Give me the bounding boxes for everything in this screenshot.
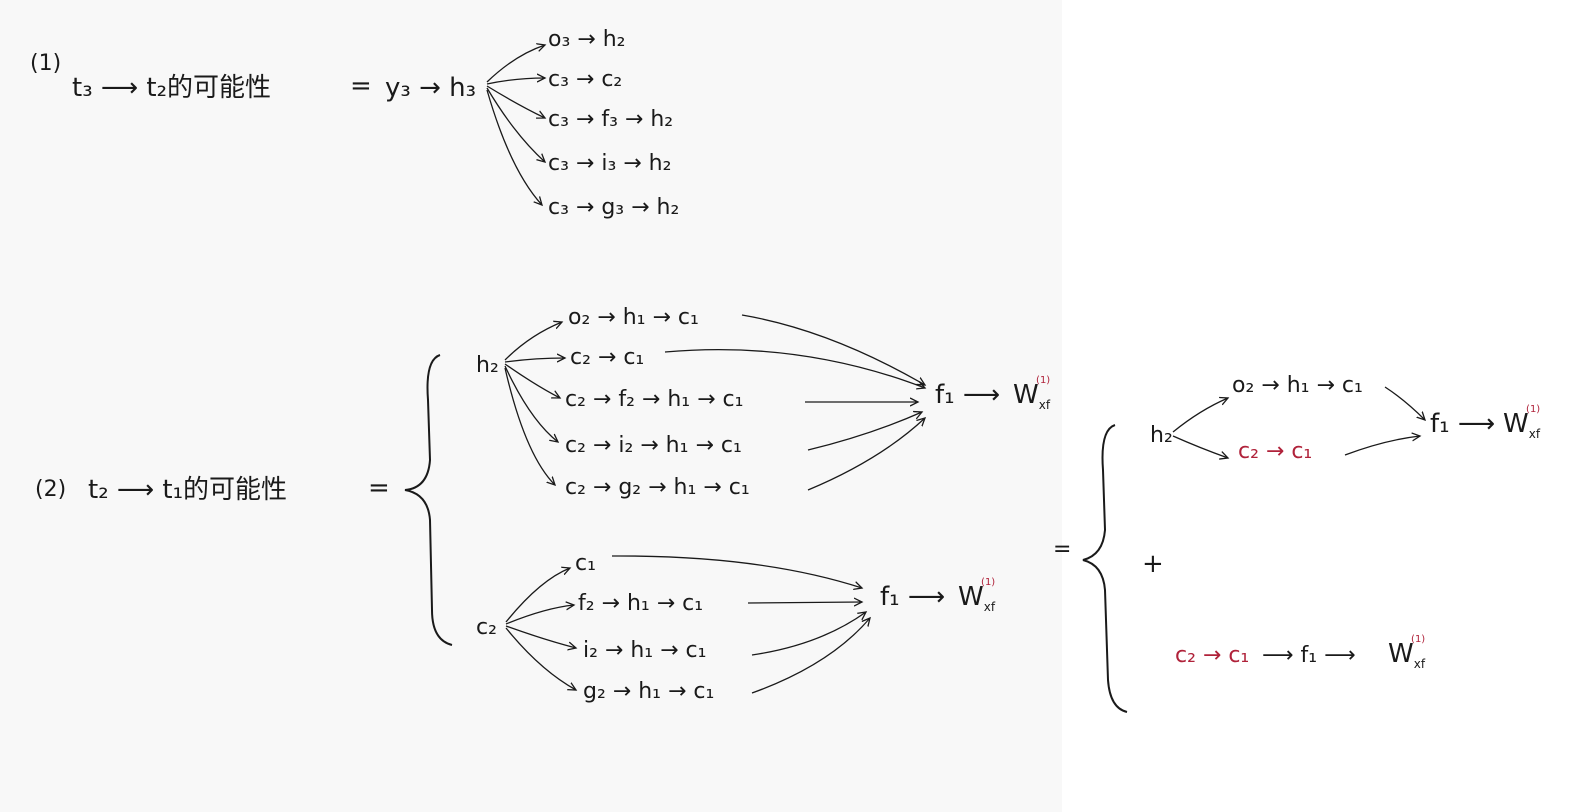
curly-brace — [1082, 424, 1128, 713]
target-node: f₁ ⟶ — [935, 380, 1000, 410]
part2-label: (2) — [35, 477, 66, 502]
arrow — [611, 555, 862, 588]
branch: o₂ → h₁ → c₁ — [1232, 373, 1363, 398]
branch: ⟶ f₁ ⟶ — [1262, 643, 1356, 668]
arrows — [486, 45, 1425, 694]
target-node: f₁ ⟶ — [1430, 409, 1495, 439]
branch: i₂ → h₁ → c₁ — [583, 638, 706, 663]
arrow — [1172, 398, 1228, 433]
arrow — [504, 365, 558, 442]
weight-base: W — [958, 582, 984, 612]
branch: c₂ → i₂ → h₁ → c₁ — [565, 433, 742, 458]
arrow — [751, 612, 866, 656]
equals-sign: = — [368, 473, 390, 503]
weight-subscript: xf — [1529, 427, 1541, 441]
arrow — [486, 45, 545, 83]
root-node: h₂ — [476, 353, 499, 378]
weight-w-xf: Wxf (1) — [1388, 634, 1426, 671]
arrow — [505, 605, 574, 625]
curly-brace — [404, 354, 453, 646]
arrow — [504, 363, 560, 398]
arrow — [486, 89, 542, 205]
arrow — [486, 78, 545, 85]
weight-w-xf: Wxf (1) — [1013, 375, 1051, 412]
arrow — [747, 602, 862, 603]
root-node: h₂ — [1150, 423, 1173, 448]
branch: o₃ → h₂ — [548, 27, 625, 52]
left-panel-background — [0, 0, 1062, 812]
branch-red: c₂ → c₁ — [1238, 439, 1312, 464]
arrow — [505, 627, 576, 690]
part1-label: (1) — [30, 51, 61, 76]
plus-sign: + — [1142, 549, 1164, 579]
weight-superscript: (1) — [981, 577, 995, 588]
part1-lhs: t₃ ⟶ t₂的可能性 — [72, 73, 271, 103]
arrow — [504, 322, 562, 361]
branch: c₂ → c₁ — [570, 345, 644, 370]
branch: c₃ → i₃ → h₂ — [548, 151, 671, 176]
branch: o₂ → h₁ → c₁ — [568, 305, 699, 330]
branch-red: c₂ → c₁ — [1175, 643, 1249, 668]
arrow — [807, 418, 925, 491]
weight-superscript: (1) — [1036, 375, 1050, 386]
arrow — [486, 87, 545, 162]
weight-subscript: xf — [984, 600, 996, 614]
arrow — [505, 568, 570, 623]
arrow — [1384, 386, 1425, 420]
arrow — [1344, 436, 1420, 456]
root-node: c₂ — [476, 615, 497, 640]
part2-lhs: t₂ ⟶ t₁的可能性 — [88, 475, 287, 505]
weight-subscript: xf — [1414, 657, 1426, 671]
weight-subscript: xf — [1039, 398, 1051, 412]
branch: c₂ → g₂ → h₁ → c₁ — [565, 475, 750, 500]
branch: g₂ → h₁ → c₁ — [583, 679, 714, 704]
arrow — [504, 358, 565, 363]
arrow — [664, 348, 925, 388]
equals-sign: = — [1053, 537, 1071, 562]
branch: c₁ — [575, 551, 596, 576]
arrow — [751, 618, 870, 694]
branch: f₂ → h₁ → c₁ — [578, 591, 703, 616]
part1-chain: y₃ → h₃ — [385, 73, 476, 103]
equals-sign: = — [350, 71, 372, 101]
weight-superscript: (1) — [1526, 404, 1540, 415]
weight-w-xf: Wxf (1) — [958, 577, 996, 614]
weight-base: W — [1388, 639, 1414, 669]
arrow — [504, 367, 555, 485]
arrow — [1172, 435, 1228, 458]
branch: c₃ → c₂ — [548, 67, 622, 92]
weight-w-xf: Wxf (1) — [1503, 404, 1541, 441]
weight-base: W — [1503, 409, 1529, 439]
arrow — [505, 625, 576, 648]
branch: c₂ → f₂ → h₁ → c₁ — [565, 387, 743, 412]
branch: c₃ → f₃ → h₂ — [548, 107, 673, 132]
arrow — [741, 314, 925, 385]
weight-superscript: (1) — [1411, 634, 1425, 645]
target-node: f₁ ⟶ — [880, 582, 945, 612]
weight-base: W — [1013, 380, 1039, 410]
branch: c₃ → g₃ → h₂ — [548, 195, 679, 220]
arrow — [807, 412, 922, 451]
arrow — [486, 85, 545, 118]
